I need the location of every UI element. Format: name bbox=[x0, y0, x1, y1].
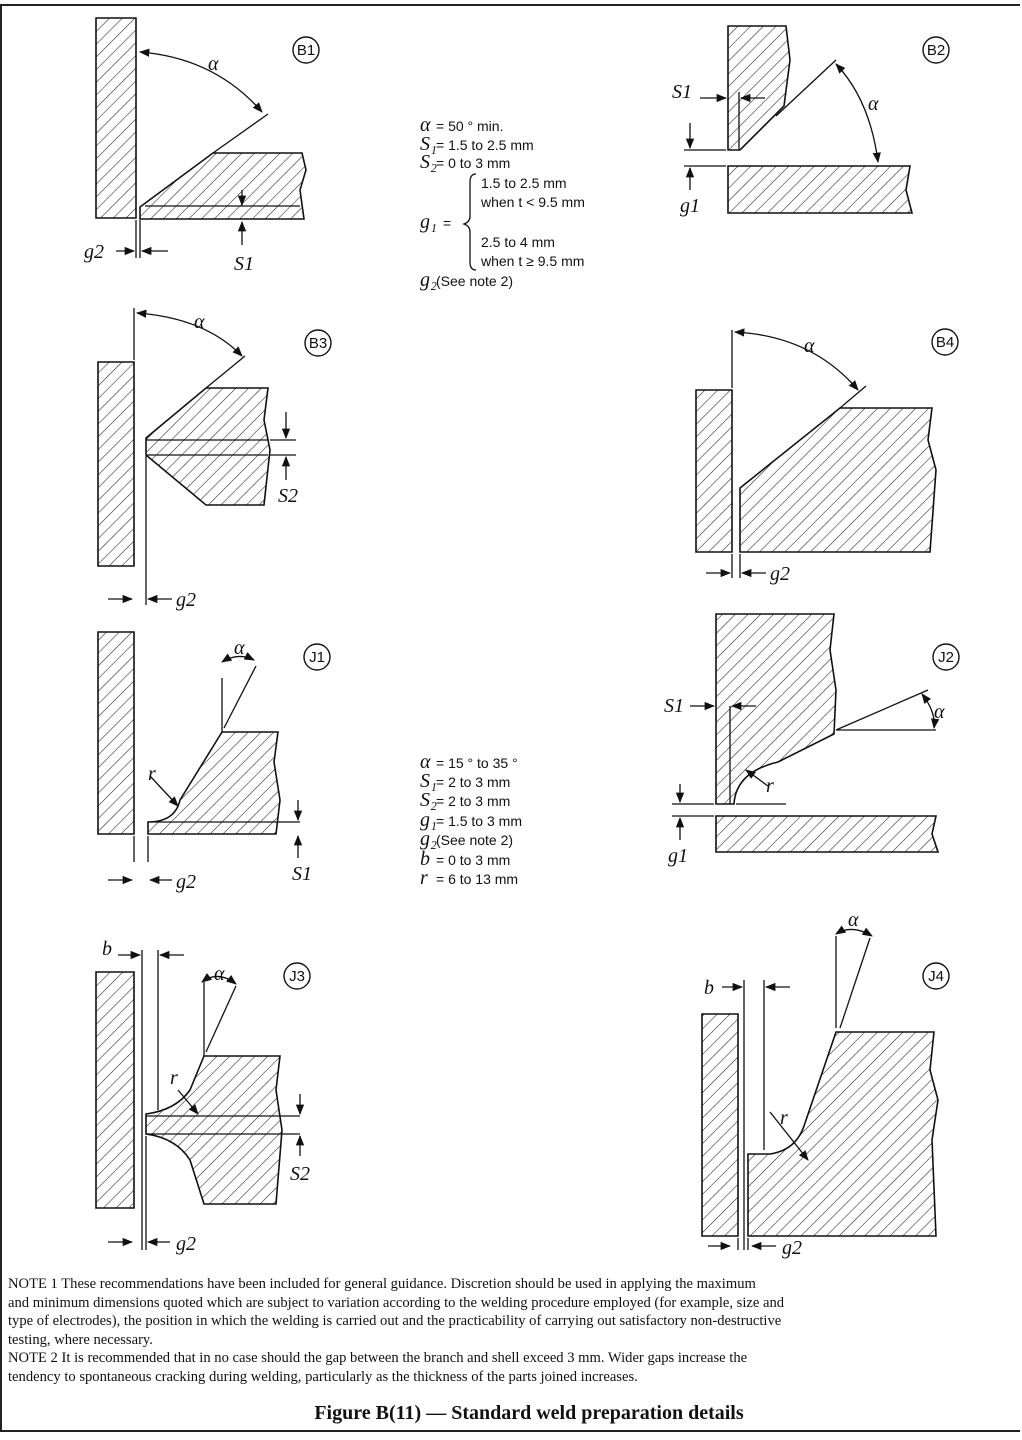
spec-b-s1: = 1.5 to 2.5 mm bbox=[436, 137, 534, 153]
spec-j-g2: (See note 2) bbox=[436, 832, 513, 848]
svg-text:S₂: S₂ bbox=[420, 789, 437, 811]
spec-j-g1: = 1.5 to 3 mm bbox=[436, 813, 522, 829]
j2-g1-label: g1 bbox=[668, 845, 688, 867]
figure-caption: Figure B(11) — Standard weld preparation… bbox=[314, 1402, 744, 1424]
b3-tag: B3 bbox=[309, 335, 327, 352]
spec-j-s1: = 2 to 3 mm bbox=[436, 774, 510, 790]
spec-block-b: α = 50 ° min. S₁ = 1.5 to 2.5 mm S₂ = 0 … bbox=[420, 114, 585, 291]
spec-b-g1-b-cond: when t ≥ 9.5 mm bbox=[480, 253, 584, 269]
j3-b-label: b bbox=[102, 938, 112, 960]
svg-text:g₂: g₂ bbox=[420, 828, 437, 850]
j1-tag: J1 bbox=[309, 649, 325, 666]
spec-j-alpha: = 15 ° to 35 ° bbox=[436, 755, 518, 771]
j4-alpha-label: α bbox=[848, 909, 859, 931]
j2-s1-label: S1 bbox=[664, 695, 684, 717]
j2-r-label: r bbox=[766, 775, 774, 797]
b4-tag: B4 bbox=[936, 334, 954, 351]
svg-text:α: α bbox=[420, 114, 431, 136]
spec-j-s2: = 2 to 3 mm bbox=[436, 793, 510, 809]
b1-g2-label: g2 bbox=[84, 241, 104, 263]
spec-b-g2: (See note 2) bbox=[436, 273, 513, 289]
panel-j3: J3 α r b S2 g2 bbox=[95, 938, 311, 1255]
svg-text:b: b bbox=[420, 848, 430, 870]
b3-alpha-label: α bbox=[194, 311, 205, 333]
note-1-line-4: testing, where necessary. bbox=[8, 1331, 153, 1348]
spec-b-g1-a-cond: when t < 9.5 mm bbox=[480, 194, 585, 210]
note-2-line-1: NOTE 2 It is recommended that in no case… bbox=[8, 1350, 748, 1367]
svg-text:g₂: g₂ bbox=[420, 269, 437, 291]
note-1-line-3: type of electrodes), the position in whi… bbox=[8, 1313, 782, 1330]
svg-text:S₁: S₁ bbox=[420, 133, 437, 155]
j3-s2-label: S2 bbox=[290, 1163, 310, 1185]
b2-g1-label: g1 bbox=[680, 195, 700, 217]
b2-alpha-label: α bbox=[868, 93, 879, 115]
j3-alpha-label: α bbox=[214, 963, 225, 985]
j4-tag: J4 bbox=[928, 968, 944, 985]
b3-g2-label: g2 bbox=[176, 589, 196, 611]
svg-text:S₂: S₂ bbox=[420, 151, 437, 173]
j4-b-label: b bbox=[704, 977, 714, 999]
panel-b1: B1 α S1 g2 bbox=[84, 17, 320, 275]
notes-section: NOTE 1 These recommendations have been i… bbox=[8, 1275, 1020, 1387]
spec-b-g1-b: 2.5 to 4 mm bbox=[481, 234, 555, 250]
panel-b4: B4 α g2 bbox=[695, 328, 959, 585]
svg-text:g₁: g₁ bbox=[420, 211, 437, 233]
j2-alpha-label: α bbox=[934, 701, 945, 723]
spec-b-g1-eq: = bbox=[443, 215, 451, 231]
j3-r-label: r bbox=[170, 1067, 178, 1089]
spec-b-g1-a: 1.5 to 2.5 mm bbox=[481, 175, 567, 191]
spec-b-s2: = 0 to 3 mm bbox=[436, 155, 510, 171]
spec-j-b: = 0 to 3 mm bbox=[436, 852, 510, 868]
j2-tag: J2 bbox=[938, 649, 954, 666]
spec-block-j: α = 15 ° to 35 ° S₁ = 2 to 3 mm S₂ = 2 t… bbox=[420, 751, 522, 889]
b2-s1-label: S1 bbox=[672, 81, 692, 103]
note-1-line-1: NOTE 1 These recommendations have been i… bbox=[8, 1276, 756, 1292]
panel-j2: J2 α r S1 g1 bbox=[664, 613, 960, 867]
j3-g2-label: g2 bbox=[176, 1233, 196, 1255]
b4-g2-label: g2 bbox=[770, 563, 790, 585]
spec-j-r: = 6 to 13 mm bbox=[436, 871, 518, 887]
j1-s1-label: S1 bbox=[292, 863, 312, 885]
b4-alpha-label: α bbox=[804, 335, 815, 357]
figure-frame bbox=[0, 4, 1020, 1432]
j3-tag: J3 bbox=[289, 968, 305, 985]
j4-g2-label: g2 bbox=[782, 1237, 802, 1259]
b2-tag: B2 bbox=[927, 42, 945, 59]
svg-text:r: r bbox=[420, 867, 428, 889]
b1-tag: B1 bbox=[297, 42, 315, 59]
spec-b-alpha: = 50 ° min. bbox=[436, 118, 503, 134]
b1-s1-label: S1 bbox=[234, 253, 254, 275]
weld-preparation-diagram: B1 α S1 g2 B2 α S1 g1 α = 50 ° min. S₁ =… bbox=[84, 17, 960, 1259]
svg-text:S₁: S₁ bbox=[420, 770, 437, 792]
panel-b3: B3 α S2 g2 bbox=[97, 308, 332, 611]
note-1-line-2: and minimum dimensions quoted which are … bbox=[8, 1294, 785, 1311]
panel-j4: J4 α r b g2 bbox=[701, 909, 950, 1259]
j1-g2-label: g2 bbox=[176, 871, 196, 893]
j4-r-label: r bbox=[780, 1107, 788, 1129]
note-2-line-2: tendency to spontaneous cracking during … bbox=[8, 1368, 638, 1385]
panel-j1: J1 α r S1 g2 bbox=[97, 631, 331, 893]
svg-text:α: α bbox=[420, 751, 431, 773]
j1-r-label: r bbox=[148, 763, 156, 785]
panel-b2: B2 α S1 g1 bbox=[672, 25, 950, 217]
j1-alpha-label: α bbox=[234, 637, 245, 659]
b1-alpha-label: α bbox=[208, 53, 219, 75]
b3-s2-label: S2 bbox=[278, 485, 298, 507]
svg-text:g₁: g₁ bbox=[420, 809, 437, 831]
